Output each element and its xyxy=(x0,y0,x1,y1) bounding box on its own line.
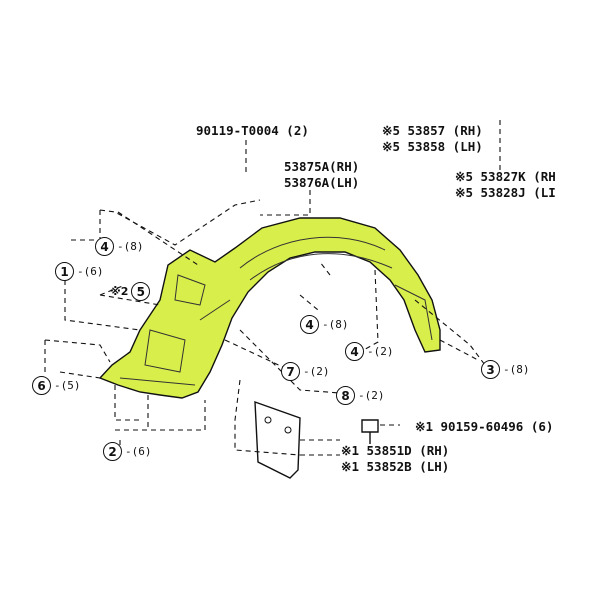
ref-53828-label: ※5 53828J (LI xyxy=(455,185,556,200)
callout-4a: 4-(8) xyxy=(95,237,144,256)
mudguard-rh-label: ※1 53851D (RH) xyxy=(341,443,450,458)
callout-7: 7-(2) xyxy=(281,362,330,381)
ref-53858-label: ※5 53858 (LH) xyxy=(382,139,483,154)
ref-53857-label: ※5 53857 (RH) xyxy=(382,123,483,138)
callout-4b: 4-(8) xyxy=(300,315,349,334)
callout-1: 1-(6) xyxy=(55,262,104,281)
screw xyxy=(361,419,379,444)
mudguard-lh-label: ※1 53852B (LH) xyxy=(341,459,450,474)
liner-rh-label: 53875A(RH) xyxy=(284,159,360,174)
callout-4c: 4-(2) xyxy=(345,342,394,361)
callout-6: 6-(5) xyxy=(32,376,81,395)
bolt-top-label: 90119-T0004 (2) xyxy=(196,123,309,138)
mud-guard xyxy=(254,400,301,479)
liner-lh-label: 53876A(LH) xyxy=(284,175,360,190)
fender-liner-body xyxy=(98,217,441,399)
screw-label: ※1 90159-60496 (6) xyxy=(415,419,554,434)
callout-8: 8-(2) xyxy=(336,386,385,405)
callout-2: 2-(6) xyxy=(103,442,152,461)
ref-53827-label: ※5 53827K (RH xyxy=(455,169,556,184)
callout-3: 3-(8) xyxy=(481,360,530,379)
